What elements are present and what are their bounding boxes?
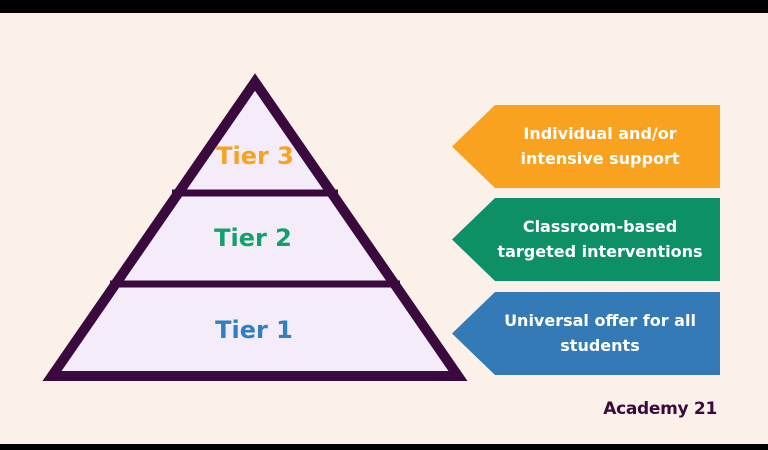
banner-tier-1-universal-offer: Universal offer for all students: [452, 292, 720, 375]
banner-tier-3-text-line-1: Individual and/or: [523, 123, 677, 143]
tier-pyramid: Tier 3 Tier 2 Tier 1: [42, 73, 468, 381]
slide-background: Tier 3 Tier 2 Tier 1 Individual and/or i…: [0, 13, 768, 444]
pyramid-border: [42, 73, 468, 381]
banner-tier-1-text-line-2: students: [560, 335, 640, 355]
pyramid-outline: [52, 82, 458, 376]
banner-tier-2-text-line-1: Classroom-based: [522, 216, 678, 236]
tier-3-label: Tier 3: [216, 142, 294, 170]
tier-2-label: Tier 2: [214, 224, 292, 252]
tier-1-label: Tier 1: [215, 316, 293, 344]
banner-tier-3-individual-support: Individual and/or intensive support: [452, 105, 720, 188]
banner-tier-1-text-line-1: Universal offer for all: [504, 310, 696, 330]
banner-tier-2-text-line-2: targeted interventions: [497, 241, 703, 261]
banner-tier-2-classroom-interventions: Classroom-based targeted interventions: [452, 198, 720, 281]
academy-21-logo: Academy 21: [603, 399, 717, 419]
banner-tier-3-text-line-2: intensive support: [520, 148, 680, 168]
